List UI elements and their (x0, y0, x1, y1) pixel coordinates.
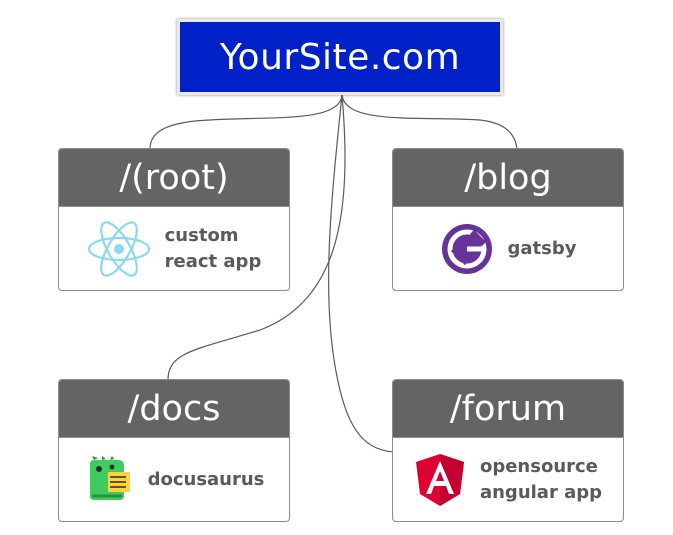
connector-to-blog (341, 94, 518, 150)
angular-icon (414, 452, 466, 508)
route-path: /docs (127, 388, 221, 429)
route-card-forum: /forum opensource angular app (392, 379, 624, 522)
route-app-body: docusaurus (59, 438, 289, 521)
route-path-header: /forum (393, 380, 623, 438)
gatsby-icon (440, 222, 494, 276)
route-card-docs: /docs docusaurus (58, 379, 290, 522)
app-label: opensource angular app (479, 456, 603, 503)
react-icon (87, 220, 151, 278)
site-root-node: YourSite.com (177, 19, 503, 95)
site-name: YourSite.com (219, 36, 461, 78)
app-label: docusaurus (147, 469, 265, 490)
route-app-body: custom react app (59, 207, 289, 290)
connector-to-forum (328, 94, 394, 453)
connector-to-root (149, 94, 343, 150)
route-app-body: opensource angular app (393, 438, 623, 521)
route-path-header: /(root) (59, 149, 289, 207)
route-path: /forum (449, 388, 567, 429)
route-path: /blog (464, 157, 552, 198)
route-path-header: /blog (393, 149, 623, 207)
route-path-header: /docs (59, 380, 289, 438)
app-label: gatsby (507, 238, 577, 259)
connector-to-docs (167, 94, 346, 381)
docusaurus-icon (84, 456, 134, 504)
app-label: custom react app (164, 225, 262, 272)
route-card-root: /(root) custom react app (58, 148, 290, 291)
route-app-body: gatsby (393, 207, 623, 290)
route-path: /(root) (119, 157, 229, 198)
route-card-blog: /blog gatsby (392, 148, 624, 291)
